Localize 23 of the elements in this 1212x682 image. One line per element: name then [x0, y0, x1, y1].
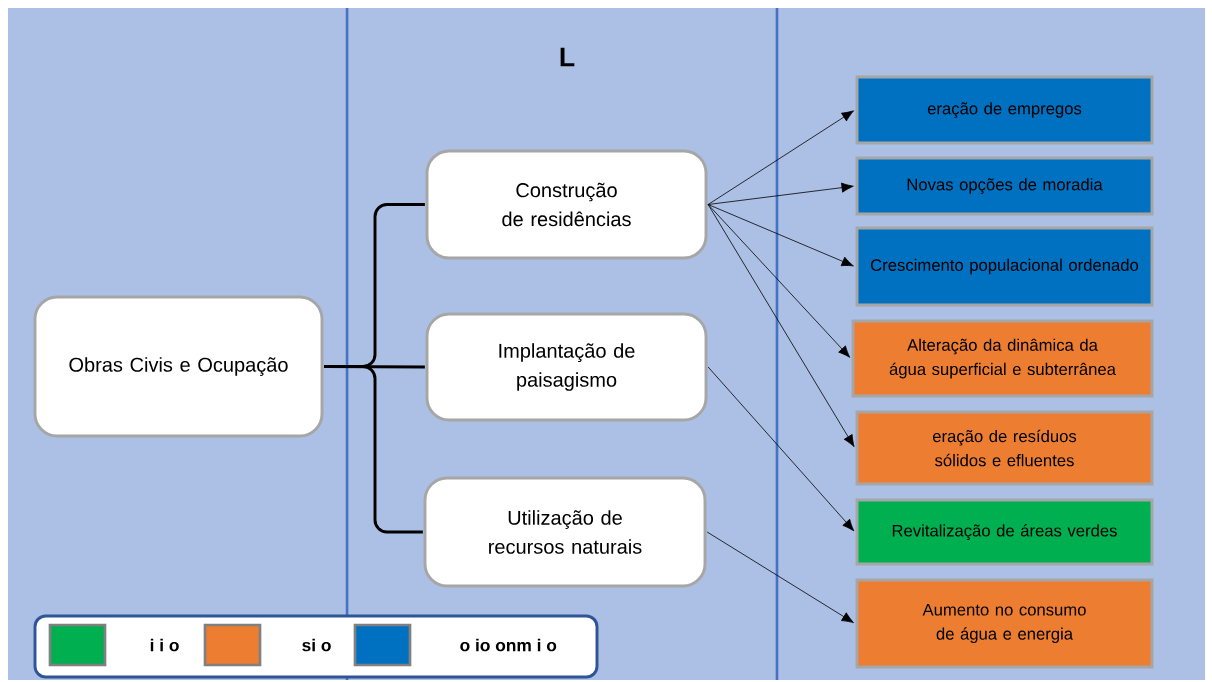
rounded-box: Utilização de recursos naturais [423, 476, 707, 588]
result-box: eração de resíduos sólidos e efluentes [855, 410, 1154, 486]
result-box: Novas opções de moradia [855, 156, 1154, 216]
arrow [707, 204, 854, 267]
result-box: Revitalização de áreas verdes [855, 498, 1154, 566]
title: L [560, 47, 575, 67]
rounded-box: Obras Civis e Ocupação [33, 295, 324, 438]
arrow [707, 204, 851, 358]
result-box: eração de empregos [855, 75, 1154, 145]
arrow [707, 182, 854, 205]
legend-label: i i o [150, 638, 179, 652]
rounded-box: Implantação de paisagismo [425, 312, 708, 422]
legend-label: o io onm i o [460, 638, 557, 652]
arrow [707, 110, 854, 205]
result-box: Aumento no consumo de água e energia [855, 578, 1154, 669]
bracket-connector [324, 365, 423, 534]
arrow [706, 531, 854, 624]
legend-label: si o [302, 638, 331, 652]
result-box: Alteração da dinâmica da água superficial e subterrânea [851, 319, 1154, 398]
arrow [707, 204, 855, 448]
arrow [707, 366, 855, 532]
rounded-box: Construção de residências [425, 149, 708, 260]
result-box: Crescimento populacional ordenado [855, 226, 1154, 307]
